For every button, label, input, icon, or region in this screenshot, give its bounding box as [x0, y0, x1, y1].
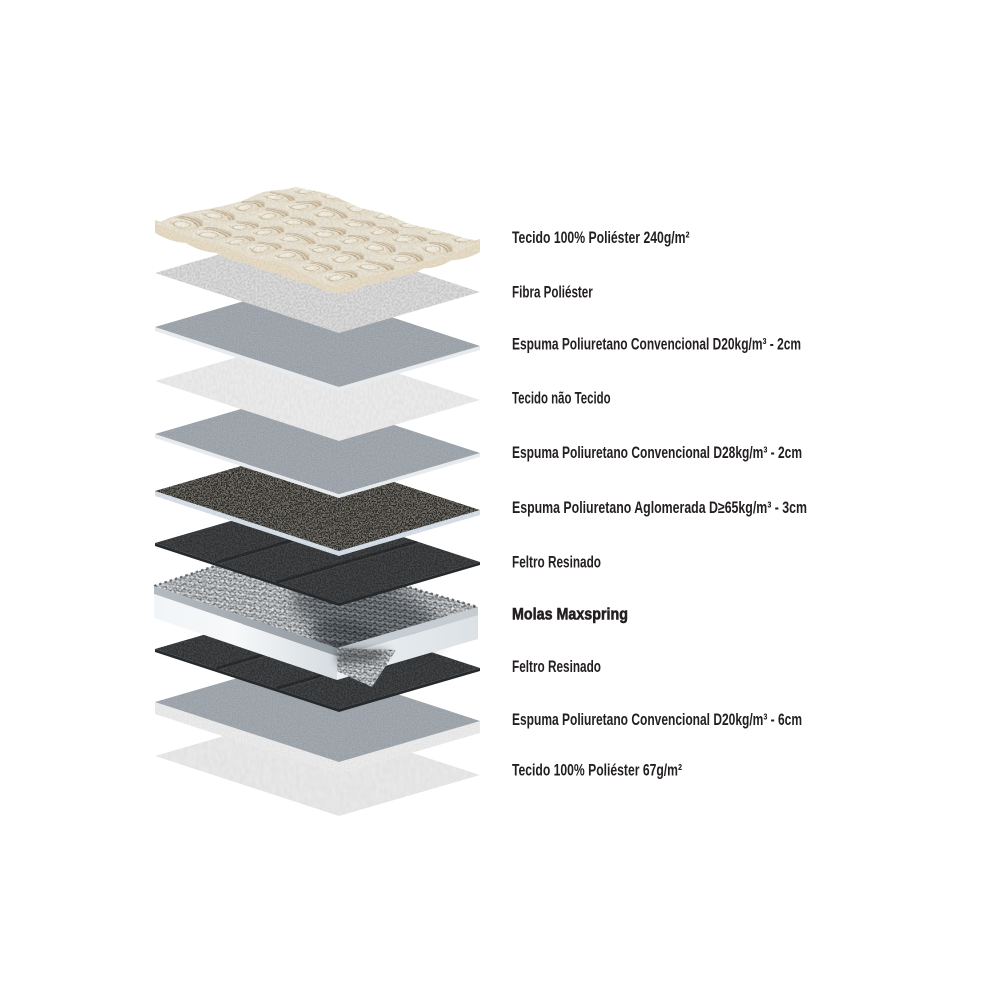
svg-text:Feltro Resinado: Feltro Resinado [512, 554, 601, 572]
svg-text:Fibra Poliéster: Fibra Poliéster [512, 284, 593, 302]
svg-text:Tecido 100% Poliéster 67g/m²: Tecido 100% Poliéster 67g/m² [512, 762, 682, 780]
svg-text:Tecido 100% Poliéster 240g/m²: Tecido 100% Poliéster 240g/m² [512, 229, 690, 247]
svg-text:Espuma Poliuretano Convenciona: Espuma Poliuretano Convencional D20kg/m³… [512, 336, 801, 354]
svg-text:Espuma Poliuretano Aglomerada: Espuma Poliuretano Aglomerada D≥65kg/m³ … [512, 499, 807, 517]
svg-text:Tecido não Tecido: Tecido não Tecido [512, 390, 611, 408]
svg-text:Espuma Poliuretano Convenciona: Espuma Poliuretano Convencional D28kg/m³… [512, 444, 802, 462]
svg-text:Espuma Poliuretano Convenciona: Espuma Poliuretano Convencional D20kg/m³… [512, 711, 802, 729]
svg-text:Molas Maxspring: Molas Maxspring [512, 605, 628, 624]
svg-text:Feltro Resinado: Feltro Resinado [512, 658, 601, 676]
